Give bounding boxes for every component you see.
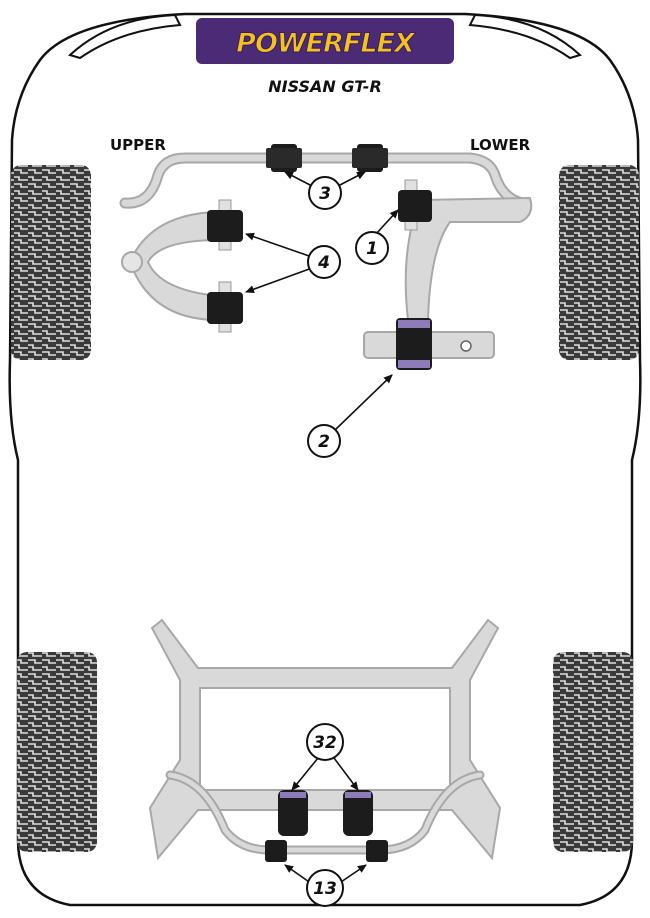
lower-label: LOWER xyxy=(470,136,531,154)
rear-subframe-bush-right xyxy=(343,790,373,836)
callout-4: 4 xyxy=(307,245,341,279)
callout-3: 3 xyxy=(308,176,342,210)
front-left-tyre xyxy=(11,165,91,360)
powerflex-logo: POWERFLEX xyxy=(196,18,454,64)
vehicle-model: NISSAN GT-R xyxy=(268,77,382,96)
rear-right-tyre xyxy=(553,652,633,852)
callout-32: 32 xyxy=(306,723,344,761)
left-headlight-outline xyxy=(68,13,182,60)
svg-text:2: 2 xyxy=(318,432,330,452)
right-headlight-outline xyxy=(468,13,582,60)
lower-wishbone-bush-front xyxy=(398,179,432,231)
callout-2: 2 xyxy=(307,424,341,458)
callout-1: 1 xyxy=(355,231,389,265)
svg-text:4: 4 xyxy=(317,253,330,273)
upper-wishbone-arm xyxy=(128,210,222,322)
svg-text:3: 3 xyxy=(319,184,331,204)
rear-anti-roll-bar-bush-left xyxy=(265,840,287,862)
upper-label: UPPER xyxy=(110,136,166,154)
anti-roll-bar-bush-left xyxy=(266,144,302,172)
anti-roll-bar-bush-right xyxy=(352,144,388,172)
svg-text:32: 32 xyxy=(313,733,337,753)
front-right-tyre xyxy=(559,165,639,360)
callout-13: 13 xyxy=(306,869,344,907)
rear-left-tyre xyxy=(17,652,97,852)
svg-text:1: 1 xyxy=(366,239,378,259)
upper-wishbone-bush-rear xyxy=(207,281,243,333)
lower-wishbone-arm xyxy=(404,196,533,321)
rear-anti-roll-bar-bush-right xyxy=(366,840,388,862)
upper-wishbone-bush-front xyxy=(207,199,243,251)
leader-lines xyxy=(245,171,399,885)
rear-subframe-bush-left xyxy=(278,790,308,836)
upper-ball-joint xyxy=(121,251,143,273)
svg-text:POWERFLEX: POWERFLEX xyxy=(236,28,416,59)
lower-wishbone-rear-mount xyxy=(363,318,495,370)
svg-text:13: 13 xyxy=(313,879,337,899)
